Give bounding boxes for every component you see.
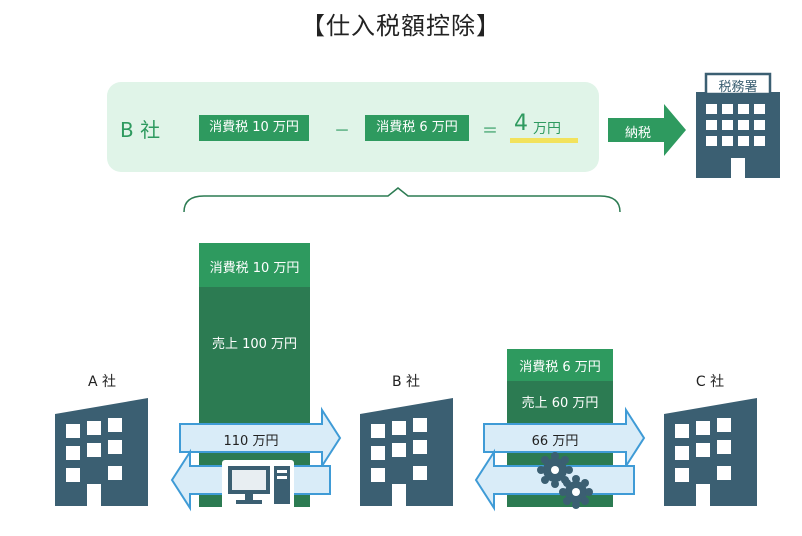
ab-sales-label: 売上 100 万円 <box>211 337 298 352</box>
tax-office-building <box>696 72 780 178</box>
gears-icon <box>537 452 593 509</box>
tax-office-label: 税務署 <box>718 80 758 95</box>
page-title: 【仕入税額控除】 <box>301 12 501 40</box>
pay-tax-label: 納税 <box>624 126 651 141</box>
bc-sales-label: 売上 60 万円 <box>521 396 599 411</box>
result-unit: 万円 <box>533 121 561 137</box>
payment-arrow-a-to-b <box>179 406 342 470</box>
bc-tax-block <box>507 349 613 381</box>
company-c-building <box>664 398 757 506</box>
summary-tax-chip-6: 消費税 6 万円 <box>365 115 469 141</box>
minus-sign: － <box>334 121 351 140</box>
summary-company-label: B 社 <box>120 118 161 142</box>
ab-tax-block <box>199 243 310 287</box>
bc-tax-label: 消費税 6 万円 <box>519 360 601 375</box>
result-number: 4 <box>514 111 528 136</box>
payment-arrow-b-to-c <box>483 406 646 470</box>
bc-payment-label: 66 万円 <box>531 434 579 449</box>
company-c-label: C 社 <box>695 374 725 390</box>
summary-brace <box>183 187 621 213</box>
company-a-building <box>55 398 148 506</box>
company-b-building <box>360 398 453 506</box>
company-a-label: A 社 <box>87 374 117 390</box>
result-highlight <box>510 138 578 143</box>
equals-sign: ＝ <box>482 121 499 140</box>
ab-tax-label: 消費税 10 万円 <box>209 261 300 276</box>
summary-tax-chip-10: 消費税 10 万円 <box>199 115 309 141</box>
ab-payment-label: 110 万円 <box>223 434 279 449</box>
summary-box <box>107 82 599 172</box>
computer-icon <box>222 460 294 510</box>
company-b-label: B 社 <box>391 374 421 390</box>
pay-tax-arrow <box>608 104 686 156</box>
